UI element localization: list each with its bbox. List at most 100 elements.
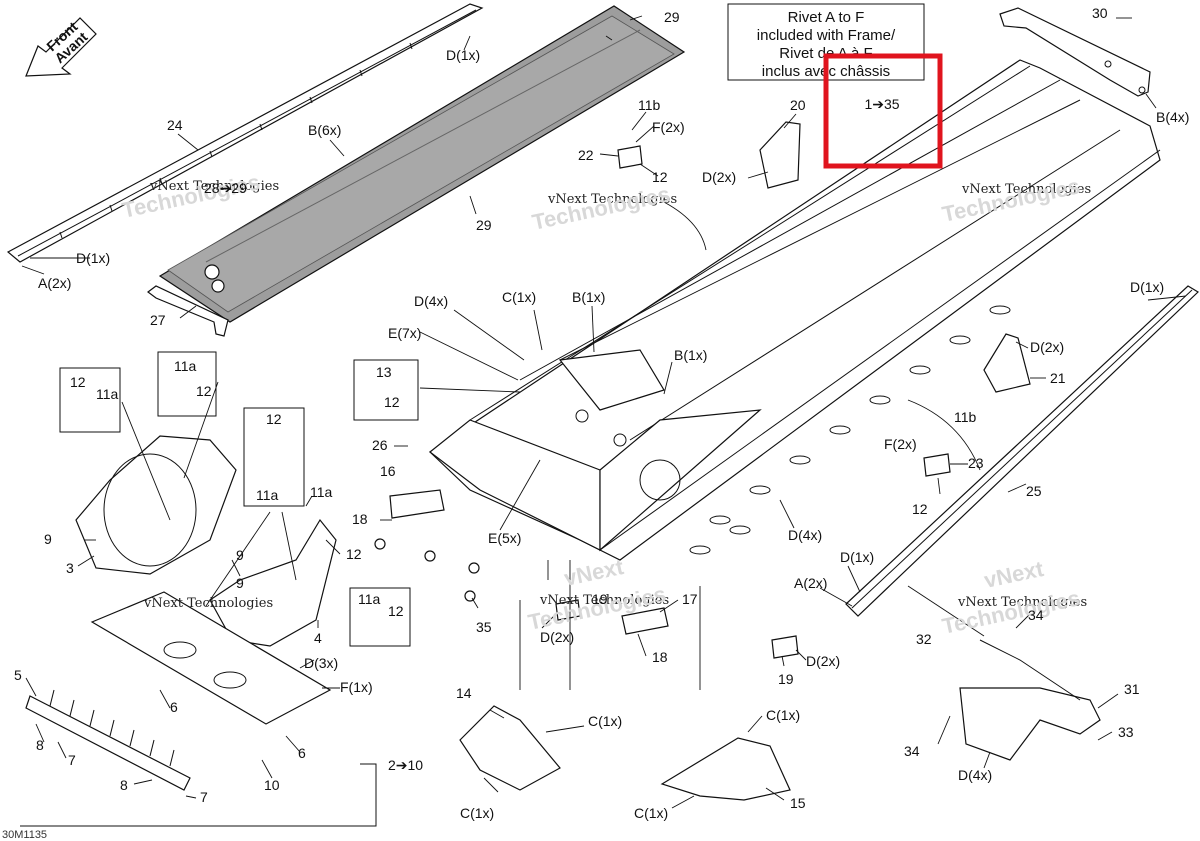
- part-label: 29: [664, 9, 680, 25]
- part-label: 21: [1050, 370, 1066, 386]
- part-label: D(1x): [76, 250, 110, 266]
- part-label: 33: [1118, 724, 1134, 740]
- part-label: 17: [682, 591, 698, 607]
- part-label: 13: [376, 364, 392, 380]
- part-label: C(1x): [766, 707, 800, 723]
- part-label: 35: [476, 619, 492, 635]
- rail-part-5: [25, 689, 191, 791]
- part-label: F(2x): [652, 119, 685, 135]
- part-label: 18: [352, 511, 368, 527]
- part-label: 12: [652, 169, 668, 185]
- grommets-part-35: [374, 538, 480, 602]
- watermark-large: Technologies: [120, 169, 262, 223]
- part-label: F(1x): [340, 679, 373, 695]
- part-label: D(2x): [1030, 339, 1064, 355]
- highlight-label: 1➔35: [864, 96, 899, 112]
- watermark-text: vNext Technologies: [149, 179, 279, 194]
- hoop-part-3: [75, 435, 237, 575]
- part-label: C(1x): [588, 713, 622, 729]
- part-label: D(1x): [840, 549, 874, 565]
- part-label: 31: [1124, 681, 1140, 697]
- part-label: 12: [384, 394, 400, 410]
- part-label: 19: [592, 591, 608, 607]
- part-label: 11b: [954, 409, 977, 425]
- rail-part-25: [845, 285, 1199, 617]
- part-label: D(1x): [446, 47, 480, 63]
- part-label: 12: [388, 603, 404, 619]
- part-label: 34: [1028, 607, 1044, 623]
- part-label: 6: [170, 699, 178, 715]
- callout-box-11a-12-left: [59, 367, 121, 433]
- part-label: 11a: [310, 484, 333, 500]
- bracket-part-23: [923, 453, 951, 477]
- tunnel-frame: [429, 59, 1161, 561]
- part-label: D(3x): [304, 655, 338, 671]
- note-line-2: included with Frame/: [757, 27, 896, 44]
- part-label: 2➔10: [388, 757, 423, 773]
- part-label: 11a: [358, 591, 381, 607]
- part-label: B(4x): [1156, 109, 1189, 125]
- part-label: E(5x): [488, 530, 521, 546]
- part-label: C(1x): [460, 805, 494, 821]
- part-label: 3: [66, 560, 74, 576]
- watermark-text: vNext Technologies: [961, 182, 1091, 197]
- bracket-part-16: [389, 489, 445, 519]
- part-label: D(4x): [788, 527, 822, 543]
- part-label: D(4x): [958, 767, 992, 783]
- part-label: 12: [912, 501, 928, 517]
- part-label: 27: [150, 312, 166, 328]
- part-label: 25: [1026, 483, 1042, 499]
- callout-box-12-11a: [243, 407, 305, 507]
- part-label: B(1x): [572, 289, 605, 305]
- part-label: 11b: [638, 97, 661, 113]
- part-label: 14: [456, 685, 472, 701]
- part-label: 9: [236, 547, 244, 563]
- part-label: 12: [346, 546, 362, 562]
- part-label: 32: [916, 631, 932, 647]
- part-label: 8: [36, 737, 44, 753]
- part-label: 18: [652, 649, 668, 665]
- part-label: C(1x): [502, 289, 536, 305]
- front-arrow: Front Avant: [25, 17, 97, 77]
- part-label: 4: [314, 630, 322, 646]
- heat-exchanger-panel-part-29: [158, 5, 686, 323]
- watermark-large: vNext: [562, 554, 626, 591]
- watermark-large: Technologies: [940, 585, 1082, 639]
- part-label: 19: [778, 671, 794, 687]
- arrows: [519, 199, 981, 690]
- watermark-text: vNext Technologies: [957, 595, 1087, 610]
- part-label: D(4x): [414, 293, 448, 309]
- note-line-1: Rivet A to F: [788, 9, 865, 26]
- part-label: 22: [578, 147, 594, 163]
- part-label: F(2x): [884, 436, 917, 452]
- part-label: 11a: [96, 386, 119, 402]
- part-label: 34: [904, 743, 920, 759]
- watermark-text: vNext Technologies: [143, 596, 273, 611]
- part-label: D(2x): [702, 169, 736, 185]
- highlight-box: [823, 53, 943, 169]
- part-label: B(1x): [674, 347, 707, 363]
- part-label: 9: [236, 575, 244, 591]
- part-label: 26: [372, 437, 388, 453]
- part-label: 16: [380, 463, 396, 479]
- gusset-part-20: [759, 121, 801, 189]
- part-label: 12: [266, 411, 282, 427]
- bracket-part-22: [617, 145, 643, 169]
- hoop-part-4: [209, 518, 337, 647]
- part-label: A(2x): [794, 575, 827, 591]
- callout-box-11a-12-center: [157, 351, 217, 417]
- plate-part-19a: [555, 599, 581, 621]
- diagram-reference-code: 30M1135: [2, 829, 47, 841]
- part-label: 10: [264, 777, 280, 793]
- part-label: 20: [790, 97, 806, 113]
- callout-box-11a-12-bottom: [349, 587, 411, 647]
- part-label: D(2x): [540, 629, 574, 645]
- part-label: 12: [196, 383, 212, 399]
- gusset-part-21: [983, 333, 1031, 393]
- part-label: 23: [968, 455, 984, 471]
- part-label: 11a: [256, 487, 279, 503]
- callout-box-13-12: [353, 359, 419, 421]
- part-label: E(7x): [388, 325, 421, 341]
